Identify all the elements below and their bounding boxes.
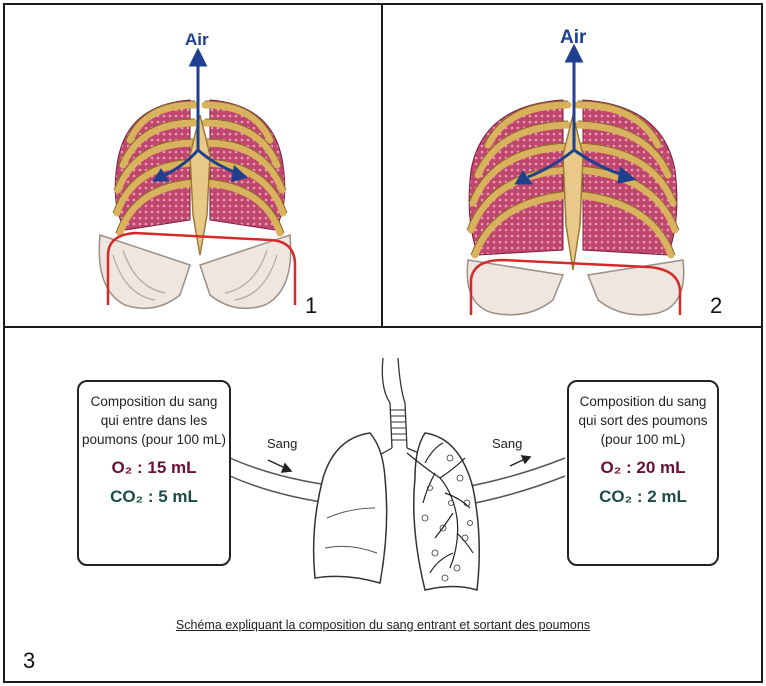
box-text-line: qui sort des poumons: [569, 411, 717, 430]
box-text-line: Composition du sang: [79, 392, 229, 411]
co2-value: CO₂ : 5 mL: [79, 487, 229, 507]
box-text-line: poumons (pour 100 mL): [79, 430, 229, 449]
left-lung-shape: [314, 433, 387, 583]
o2-value: O₂ : 20 mL: [569, 458, 717, 478]
right-lung-shape: [414, 433, 480, 590]
air-label: Air: [560, 27, 586, 49]
trachea-rings: [390, 410, 406, 440]
air-label: Air: [185, 30, 209, 50]
box-text-line: (pour 100 mL): [569, 430, 717, 449]
box-text-line: qui entre dans les: [79, 411, 229, 430]
o2-value: O₂ : 15 mL: [79, 458, 229, 478]
panel-number: 1: [305, 293, 317, 319]
figure-frame: Air 1: [3, 3, 763, 683]
blood-in-label: Sang: [267, 436, 297, 451]
panel-3: Composition du sang qui entre dans les p…: [3, 326, 763, 683]
co2-value: CO₂ : 2 mL: [569, 487, 717, 507]
blood-out-composition-box: Composition du sang qui sort des poumons…: [567, 380, 719, 566]
box-text-line: Composition du sang: [569, 392, 717, 411]
abdomen-shape: [99, 235, 290, 308]
blood-flow-arrows: [268, 456, 530, 472]
blood-out-label: Sang: [492, 436, 522, 451]
blood-in-composition-box: Composition du sang qui entre dans les p…: [77, 380, 231, 566]
ribcage-illustration-2: [383, 5, 761, 326]
panel-number: 3: [23, 648, 35, 674]
panel-1: Air 1: [3, 3, 383, 328]
sternum-shape: [190, 115, 210, 255]
panel-2: Air 2: [381, 3, 763, 328]
panel-number: 2: [710, 293, 722, 319]
diagram-caption: Schéma expliquant la composition du sang…: [5, 618, 761, 632]
ribcage-illustration-1: [5, 5, 381, 326]
